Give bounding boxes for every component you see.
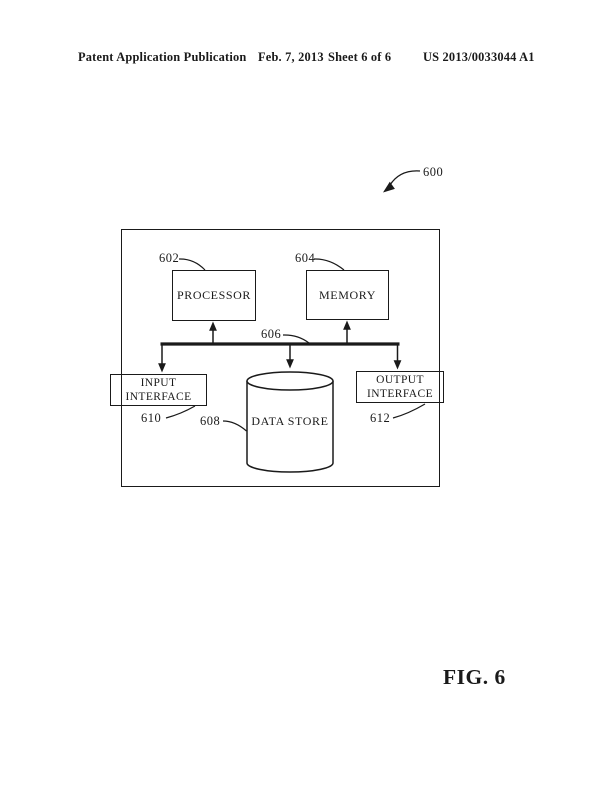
data-store-cylinder [246,371,334,473]
processor-box: PROCESSOR [172,270,256,321]
input-interface-label-line1: INPUT [140,376,177,389]
memory-box: MEMORY [306,270,389,320]
output-interface-label-line2: INTERFACE [367,388,433,400]
figure-ref-600: 600 [423,165,444,179]
ref-610: 610 [141,411,162,425]
ref-600-arrowhead-icon [383,181,395,193]
ref-602: 602 [159,251,180,265]
processor-label: PROCESSOR [176,288,252,303]
cylinder-top-ellipse [246,371,334,391]
bus-to-datastore-arrowhead-icon [286,359,294,369]
ref-612-leader-line [392,403,426,419]
ref-610-leader-line [165,405,196,419]
ref-604-leader-line [313,258,345,271]
bus-to-memory-arrowhead-icon [343,320,351,330]
ref-602-leader-line [178,258,206,271]
cylinder-bottom-arc [246,462,334,473]
ref-608: 608 [200,414,221,428]
header-date: Feb. 7, 2013 [258,50,324,64]
memory-label: MEMORY [319,287,376,302]
header-publication: Patent Application Publication [78,50,247,64]
header-patent-number: US 2013/0033044 A1 [423,50,535,64]
data-store-label: DATA STORE [251,414,329,428]
ref-606: 606 [261,327,282,341]
input-interface-box: INPUT INTERFACE [110,374,207,406]
output-interface-label-line1: OUTPUT [376,373,424,386]
ref-608-leader-line [222,420,247,432]
bus-to-output-arrowhead-icon [393,360,402,370]
bus-to-processor-arrowhead-icon [209,321,217,331]
ref-600-leader-line [389,170,421,186]
output-interface-box: OUTPUT INTERFACE [356,371,444,403]
ref-604: 604 [295,251,316,265]
ref-612: 612 [370,411,391,425]
ref-606-leader-line [282,334,310,344]
header-sheet-number: Sheet 6 of 6 [328,50,392,64]
bus-to-input-arrowhead-icon [158,363,166,373]
system-boundary-box [121,229,440,487]
input-interface-label-line2: INTERFACE [125,391,192,403]
figure-caption: FIG. 6 [443,665,506,689]
